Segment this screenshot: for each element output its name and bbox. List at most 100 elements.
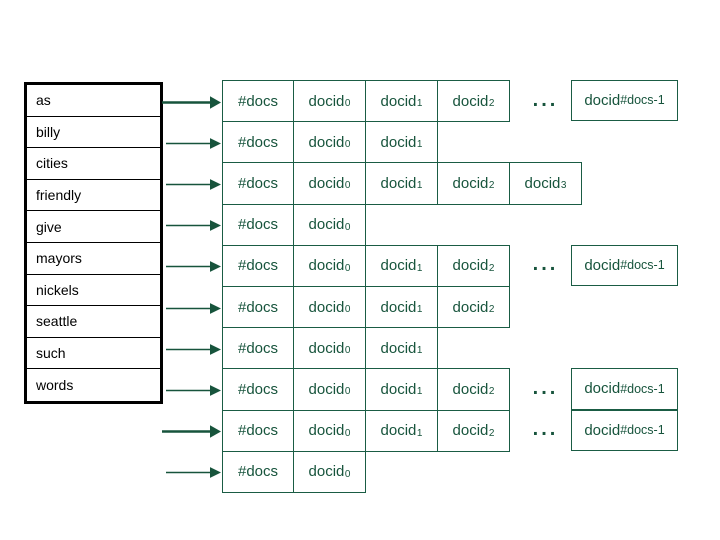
docid-subscript: 0 [344,427,351,439]
dictionary-term-row[interactable]: give [27,211,160,243]
docid-tail-cell[interactable]: docid#docs-1 [571,244,678,286]
dictionary-term-row[interactable]: seattle [27,306,160,338]
docid-subscript: 0 [344,386,351,398]
docid-label: docid [380,257,417,275]
docid-tail-cell[interactable]: docid#docs-1 [571,368,678,410]
docid-subscript: 2 [488,98,495,110]
docs-count-label: #docs [237,463,279,481]
docs-count-cell[interactable]: #docs [222,121,294,164]
docid-label: docid [452,174,489,192]
dictionary-term-label: mayors [36,250,82,267]
docid-tail-label: docid [584,380,621,398]
docid-label: docid [452,298,489,316]
docid-subscript: 2 [488,427,495,439]
docs-count-cell[interactable]: #docs [222,450,294,493]
docs-count-label: #docs [237,380,279,398]
docs-count-cell[interactable]: #docs [222,244,294,287]
dictionary-term-row[interactable]: cities [27,148,160,180]
pointer-arrow [166,344,221,355]
arrow-head-icon [210,467,221,478]
docs-count-cell[interactable]: #docs [222,285,294,329]
docs-count-cell[interactable]: #docs [222,80,294,123]
pointer-arrow [166,261,221,272]
docid-subscript: 0 [344,468,351,480]
docid-label: docid [308,92,345,110]
docs-count-label: #docs [237,422,279,440]
docs-count-label: #docs [237,257,279,275]
docid-subscript: 2 [488,262,495,274]
docid-label: docid [308,339,345,357]
docid-subscript: 3 [560,180,567,192]
dictionary-term-row[interactable]: nickels [27,275,160,307]
docs-count-cell[interactable]: #docs [222,368,294,411]
dictionary-term-row[interactable]: as [27,85,160,117]
pointer-arrow [166,303,221,314]
docs-count-cell[interactable]: #docs [222,327,294,370]
arrow-head-icon [210,220,221,231]
docs-count-cell[interactable]: #docs [222,409,294,452]
dictionary-term-row[interactable]: words [27,369,160,401]
docid-subscript: 2 [488,304,495,316]
dictionary-term-row[interactable]: billy [27,117,160,149]
dictionary-term-label: as [36,92,51,109]
pointer-arrow [166,220,221,231]
dictionary-term-row[interactable]: such [27,338,160,370]
docid-label: docid [308,257,345,275]
docid-subscript: 0 [344,139,351,151]
docid-subscript: 1 [416,98,423,110]
docid-subscript: 0 [344,345,351,357]
docs-count-cell[interactable]: #docs [222,162,294,205]
dictionary-term-label: billy [36,123,61,140]
dictionary-term-row[interactable]: friendly [27,180,160,212]
docid-label: docid [380,92,417,110]
docs-count-cell[interactable]: #docs [222,203,294,246]
docid-tail-label: docid [584,92,621,110]
docid-tail-cell[interactable]: docid#docs-1 [571,80,678,122]
pointer-arrow [162,425,221,438]
docid-tail-subscript: #docs-1 [620,258,665,273]
docid-label: docid [308,216,345,234]
docid-tail-subscript: #docs-1 [620,422,665,437]
docid-label: docid [452,92,489,110]
docid-tail-cell[interactable]: docid#docs-1 [571,409,678,451]
pointer-arrow [166,138,221,149]
arrow-head-icon [210,303,221,314]
docid-subscript: 1 [416,386,423,398]
dictionary-term-row[interactable]: mayors [27,243,160,275]
docid-subscript: 1 [416,304,423,316]
docid-label: docid [380,174,417,192]
ellipsis-label: ... [532,418,559,441]
docs-count-label: #docs [237,174,279,192]
docid-subscript: 1 [416,180,423,192]
